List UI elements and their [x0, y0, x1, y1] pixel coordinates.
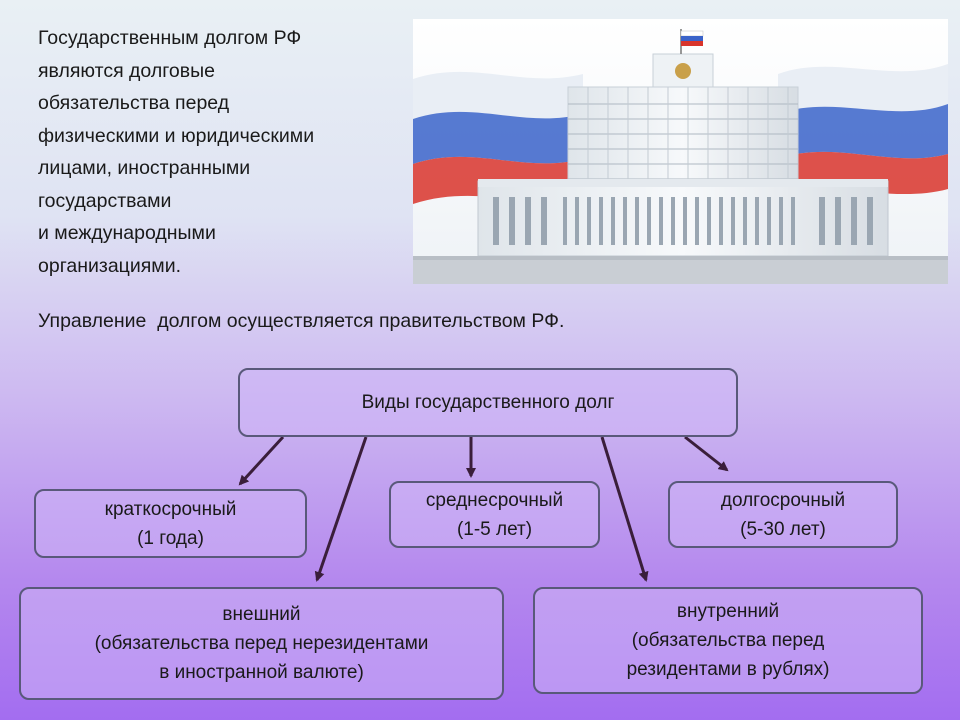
emblem-icon — [675, 63, 691, 79]
management-text: Управление долгом осуществляется правите… — [38, 310, 565, 332]
arrow-to-internal — [600, 436, 649, 582]
medium-term-debt-label: среднесрочный (1-5 лет) — [425, 489, 564, 540]
long-term-debt-box: долгосрочный (5-30 лет) — [668, 481, 898, 548]
intro-text: Государственным долгом РФ являются долго… — [38, 27, 315, 277]
external-debt-label: внешний (обязательства перед нерезидента… — [94, 604, 429, 683]
medium-term-debt-box: среднесрочный (1-5 лет) — [389, 481, 600, 548]
white-house-illustration — [413, 19, 948, 284]
government-building-image — [413, 19, 948, 284]
internal-debt-box: внутренний (обязательства перед резидент… — [533, 587, 923, 694]
short-term-debt-box: краткосрочный (1 года) — [34, 489, 307, 558]
short-term-debt-label: краткосрочный (1 года) — [104, 498, 237, 549]
arrow-to-short-term — [238, 435, 285, 486]
external-debt-box: внешний (обязательства перед нерезидента… — [19, 587, 504, 700]
arrow-to-long-term — [684, 435, 729, 472]
internal-debt-label: внутренний (обязательства перед резидент… — [626, 601, 830, 680]
debt-types-root-box: Виды государственного долг — [238, 368, 738, 437]
arrow-to-external — [314, 436, 368, 582]
long-term-debt-label: долгосрочный (5-30 лет) — [720, 489, 846, 540]
debt-types-root-label: Виды государственного долг — [361, 392, 615, 413]
